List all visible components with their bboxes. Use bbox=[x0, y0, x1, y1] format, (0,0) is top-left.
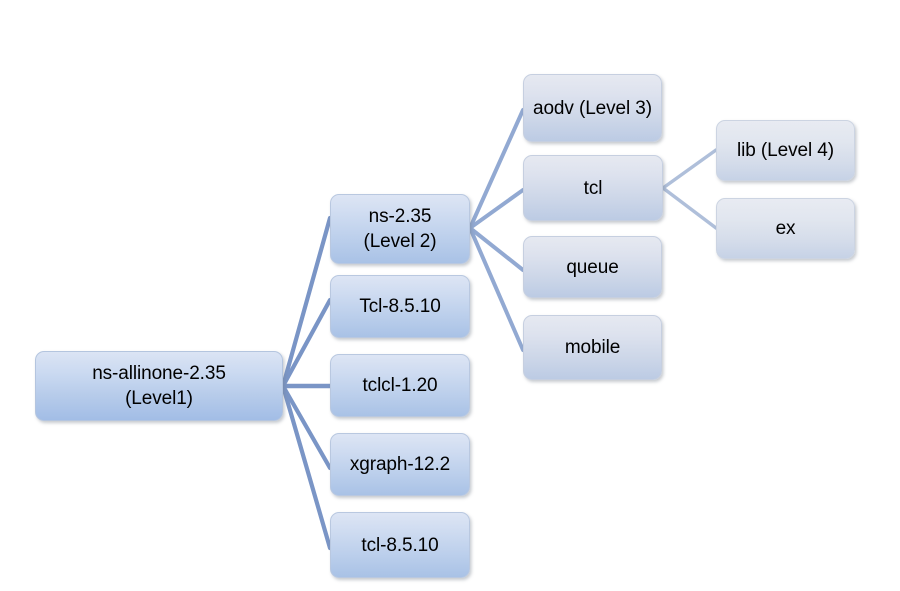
node-tcl8510[interactable]: tcl-8.5.10 bbox=[330, 512, 470, 578]
connector-ns235-aodv bbox=[468, 108, 525, 230]
node-lib[interactable]: lib (Level 4) bbox=[716, 120, 855, 181]
node-tcl8510-cap[interactable]: Tcl-8.5.10 bbox=[330, 275, 470, 338]
node-label-ns235: ns-2.35 (Level 2) bbox=[363, 206, 437, 252]
node-label-tclcl120: tclcl-1.20 bbox=[362, 375, 438, 396]
node-label-xgraph122: xgraph-12.2 bbox=[349, 454, 451, 475]
node-label-ex: ex bbox=[775, 218, 796, 239]
node-root[interactable]: ns-allinone-2.35 (Level1) bbox=[35, 351, 283, 421]
connector-ns235-queue bbox=[468, 226, 525, 272]
node-label-queue: queue bbox=[566, 256, 619, 278]
connector-root-tcl8510-cap bbox=[280, 297, 333, 389]
node-aodv[interactable]: aodv (Level 3) bbox=[523, 74, 662, 142]
connector-ns235-mobile bbox=[468, 226, 525, 352]
connector-tcl-ex bbox=[661, 186, 718, 230]
node-queue[interactable]: queue bbox=[523, 236, 662, 298]
node-tcl[interactable]: tcl bbox=[523, 155, 663, 221]
node-label-lib: lib (Level 4) bbox=[737, 140, 834, 161]
connector-tcl-lib bbox=[661, 148, 718, 190]
node-label-tcl: tcl bbox=[583, 177, 603, 199]
node-label-aodv: aodv (Level 3) bbox=[532, 97, 652, 119]
node-xgraph122[interactable]: xgraph-12.2 bbox=[330, 433, 470, 496]
connector-root-tcl8510 bbox=[280, 383, 333, 551]
node-tclcl120[interactable]: tclcl-1.20 bbox=[330, 354, 470, 417]
node-label-root: ns-allinone-2.35 (Level1) bbox=[92, 363, 226, 409]
node-label-tcl8510-cap: Tcl-8.5.10 bbox=[359, 296, 441, 317]
connector-root-xgraph122 bbox=[280, 383, 333, 471]
connector-ns235-tcl bbox=[468, 188, 525, 230]
node-ex[interactable]: ex bbox=[716, 198, 855, 259]
connector-root-ns235 bbox=[280, 215, 333, 389]
node-label-tcl8510: tcl-8.5.10 bbox=[361, 534, 439, 556]
node-ns235[interactable]: ns-2.35 (Level 2) bbox=[330, 194, 470, 264]
node-mobile[interactable]: mobile bbox=[523, 315, 662, 380]
node-label-mobile: mobile bbox=[564, 337, 621, 358]
